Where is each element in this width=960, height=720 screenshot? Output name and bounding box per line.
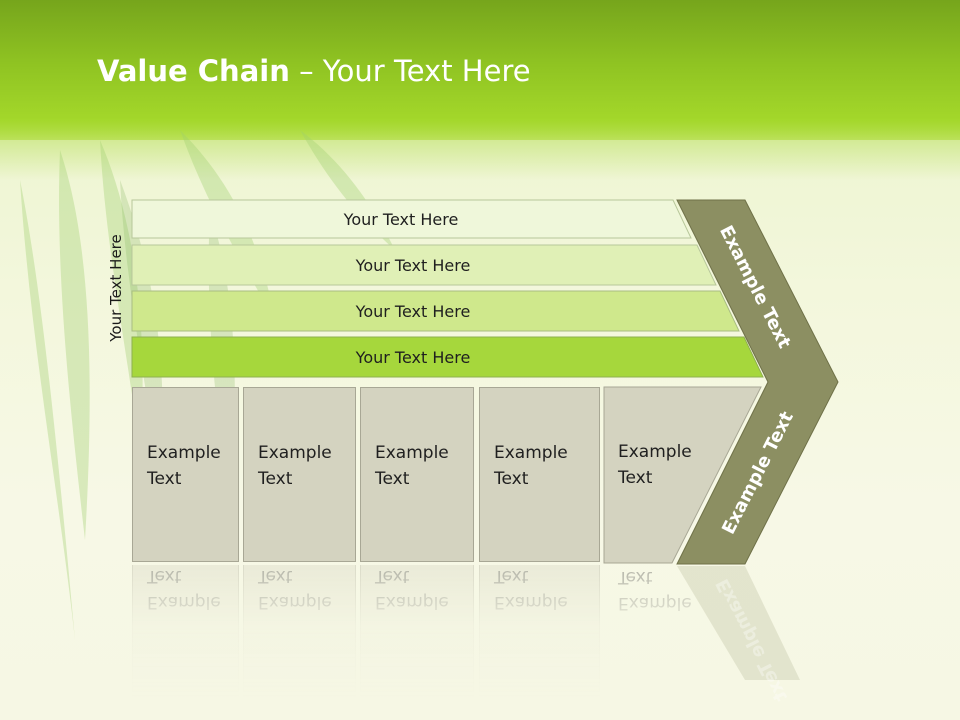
band-3-label: Your Text Here <box>355 301 471 321</box>
band-3: Your Text Here <box>132 292 714 330</box>
band-shape-1 <box>131 199 692 239</box>
band-shape-3 <box>131 290 740 332</box>
band-4-label: Your Text Here <box>355 347 471 367</box>
page-title: Value Chain – Your Text Here <box>97 54 531 88</box>
chevron-reflection <box>677 566 800 680</box>
title-bold: Value Chain <box>97 54 290 88</box>
title-rest: – Your Text Here <box>289 54 531 88</box>
band-shape-4 <box>131 336 764 378</box>
header-fade <box>0 120 960 180</box>
band-1: Your Text Here <box>132 200 690 238</box>
box-shape-5 <box>603 386 762 564</box>
band-1-label: Your Text Here <box>343 209 459 229</box>
header-bar <box>0 0 960 140</box>
band-4: Your Text Here <box>132 338 714 376</box>
chevron-arrow <box>676 199 839 565</box>
band-shape-2 <box>131 244 717 286</box>
band-2: Your Text Here <box>132 246 714 284</box>
band-2-label: Your Text Here <box>355 255 471 275</box>
